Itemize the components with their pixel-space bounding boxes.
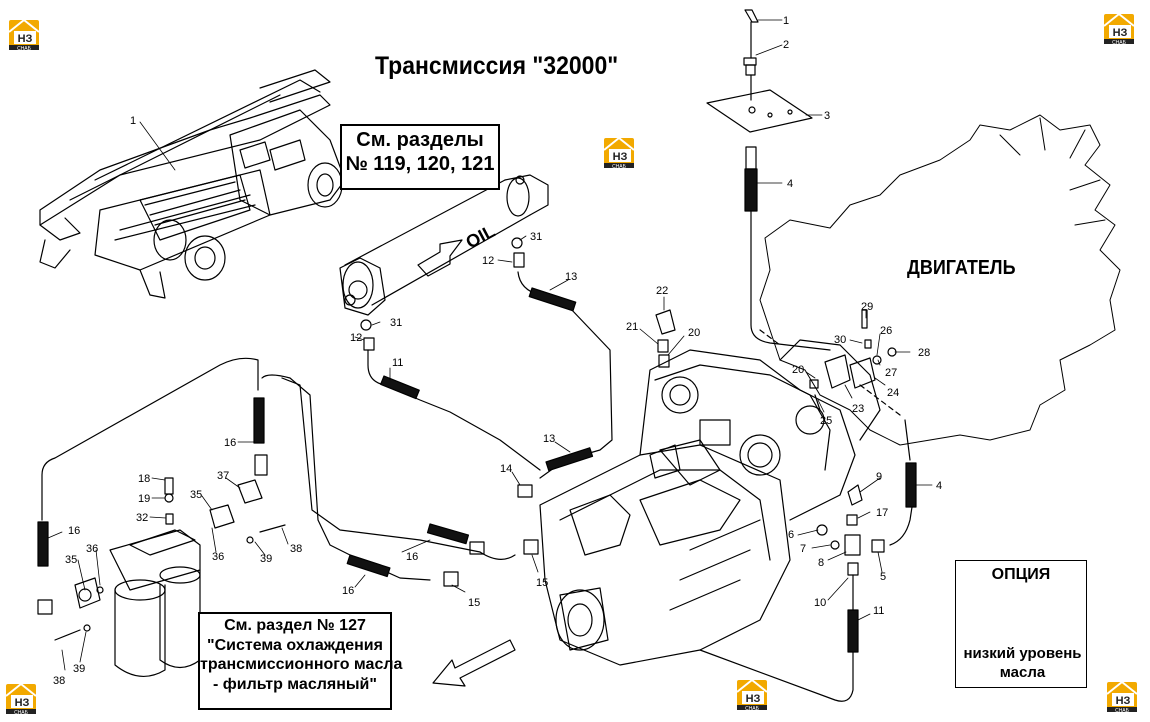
- callout-13: 13: [565, 271, 577, 283]
- callout-32: 32: [136, 512, 148, 524]
- callout-11: 11: [873, 605, 884, 617]
- callout-6: 6: [788, 529, 794, 541]
- engine-label: ДВИГАТЕЛЬ: [907, 257, 1016, 279]
- svg-text:СНАБ: СНАБ: [1115, 708, 1130, 712]
- reference-filter-line4: - фильтр масляный": [213, 675, 377, 693]
- callout-17: 17: [876, 507, 888, 519]
- callout-16: 16: [342, 585, 354, 597]
- reference-filter-line1: См. раздел № 127: [224, 617, 366, 634]
- callout-26: 26: [880, 325, 892, 337]
- reference-filter-line2: "Система охлаждения: [207, 636, 383, 654]
- callout-39: 39: [73, 663, 85, 675]
- callout-22: 22: [656, 285, 668, 297]
- callout-13: 13: [543, 433, 555, 445]
- callout-39: 39: [260, 553, 272, 565]
- callout-1: 1: [130, 115, 136, 127]
- callout-3: 3: [824, 110, 830, 122]
- reference-filter-box: См. раздел № 127 "Система охлаждения тра…: [198, 612, 403, 710]
- callout-1: 1: [783, 15, 789, 27]
- callout-12: 12: [482, 255, 494, 267]
- transmission-housing: [539, 339, 881, 666]
- dipstick-assembly: [706, 9, 831, 351]
- svg-text:СНАБ: СНАБ: [17, 46, 32, 50]
- svg-text:НЗ: НЗ: [1116, 695, 1131, 707]
- callout-28: 28: [918, 347, 930, 359]
- callout-38: 38: [290, 543, 302, 555]
- callout-24: 24: [887, 387, 899, 399]
- callout-31: 31: [390, 317, 402, 329]
- callout-16: 16: [68, 525, 80, 537]
- reference-sections-line1: См. разделы: [356, 129, 484, 151]
- svg-text:НЗ: НЗ: [18, 33, 33, 45]
- vehicle-illustration: [39, 69, 346, 299]
- callout-29: 29: [861, 301, 873, 313]
- callout-2: 2: [783, 39, 789, 51]
- callout-30: 30: [834, 334, 846, 346]
- svg-text:НЗ: НЗ: [15, 697, 30, 709]
- svg-text:СНАБ: СНАБ: [14, 710, 29, 714]
- reference-filter-line3: трансмиссионного масла: [200, 656, 403, 674]
- oil-cooler: [339, 174, 549, 316]
- svg-text:СНАБ: СНАБ: [1112, 40, 1127, 44]
- svg-text:НЗ: НЗ: [613, 151, 628, 163]
- callout-7: 7: [800, 543, 806, 555]
- callout-19: 19: [138, 493, 150, 505]
- callout-36: 36: [212, 551, 224, 563]
- page-title: Трансмиссия "32000": [375, 52, 619, 80]
- callout-8: 8: [818, 557, 824, 569]
- callout-15: 15: [536, 577, 548, 589]
- option-title: ОПЦИЯ: [991, 566, 1051, 583]
- callout-18: 18: [138, 473, 150, 485]
- reference-sections-box: См. разделы № 119, 120, 121: [340, 124, 500, 190]
- engine-outline: [759, 114, 1121, 446]
- callout-27: 27: [885, 367, 897, 379]
- callout-31: 31: [530, 231, 542, 243]
- option-note-line1: низкий уровень: [963, 645, 1082, 662]
- svg-text:НЗ: НЗ: [1113, 27, 1128, 39]
- svg-text:СНАБ: СНАБ: [745, 706, 760, 710]
- hoses: [37, 271, 917, 702]
- callout-16: 16: [406, 551, 418, 563]
- callout-37: 37: [217, 470, 229, 482]
- callout-11: 11: [392, 357, 403, 369]
- option-note-line2: масла: [999, 664, 1046, 681]
- callout-numbers: 1234411111121213131415151616161617181920…: [53, 15, 1076, 687]
- callout-36: 36: [86, 543, 98, 555]
- callout-12: 12: [350, 332, 362, 344]
- callout-20: 20: [688, 327, 700, 339]
- callout-9: 9: [876, 471, 882, 483]
- cooler-oil-text: OIL: [462, 221, 498, 253]
- callout-23: 23: [852, 403, 864, 415]
- callout-5: 5: [880, 571, 886, 583]
- callout-16: 16: [224, 437, 236, 449]
- callout-15: 15: [468, 597, 480, 609]
- callout-4: 4: [787, 178, 793, 190]
- callout-35: 35: [190, 489, 202, 501]
- svg-text:СНАБ: СНАБ: [612, 164, 627, 168]
- callout-21: 21: [626, 321, 638, 333]
- callout-10: 10: [814, 597, 826, 609]
- callout-20: 20: [792, 364, 804, 376]
- option-box: ОПЦИЯ низкий уровень масла: [955, 560, 1087, 688]
- callout-25: 25: [820, 415, 832, 427]
- callout-35: 35: [65, 554, 77, 566]
- callout-38: 38: [53, 675, 65, 687]
- callout-14: 14: [500, 463, 512, 475]
- flow-arrow: [432, 639, 516, 687]
- reference-sections-line2: № 119, 120, 121: [345, 153, 495, 176]
- callout-4: 4: [936, 480, 942, 492]
- svg-text:НЗ: НЗ: [746, 693, 761, 705]
